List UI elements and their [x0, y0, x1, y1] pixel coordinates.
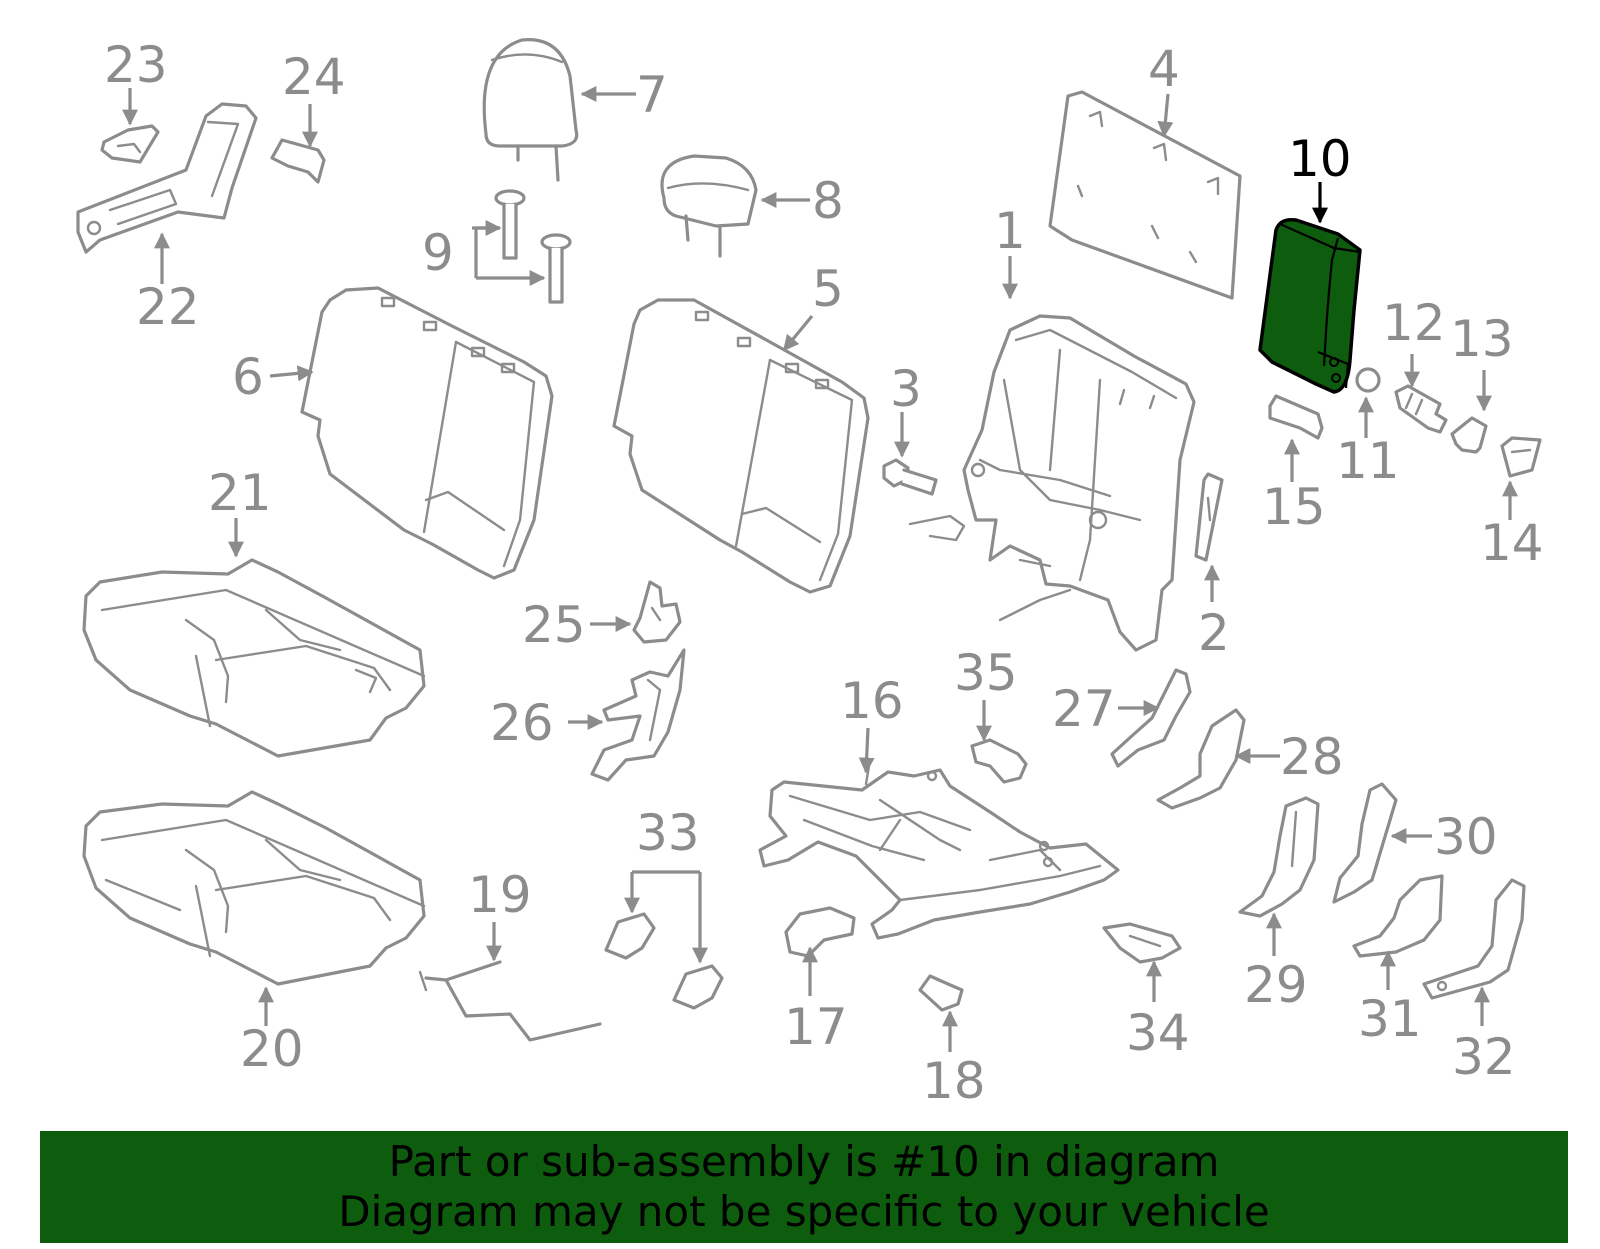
part-29-drawing — [1238, 796, 1320, 918]
part-label-24: 24 — [282, 48, 346, 106]
part-label-35: 35 — [954, 644, 1018, 702]
part-12-drawing — [1394, 384, 1448, 434]
part-label-17: 17 — [784, 998, 848, 1056]
part-21-drawing — [82, 558, 426, 758]
part-label-25: 25 — [522, 596, 586, 654]
part-label-15: 15 — [1262, 478, 1326, 536]
part-8-drawing — [660, 154, 758, 258]
part-label-20: 20 — [240, 1020, 304, 1078]
part-label-19: 19 — [468, 866, 532, 924]
part-label-8: 8 — [812, 172, 844, 230]
part-23-drawing — [100, 124, 160, 164]
part-label-14: 14 — [1480, 514, 1544, 572]
part-17-drawing — [784, 906, 856, 958]
part-label-27: 27 — [1052, 680, 1116, 738]
part-32-drawing — [1422, 878, 1526, 1000]
part-label-33: 33 — [636, 804, 700, 862]
part-2-drawing — [1194, 472, 1224, 562]
part-13-drawing — [1450, 416, 1488, 454]
part-10-armrest-highlighted — [1258, 217, 1362, 394]
part-5-drawing — [612, 298, 870, 594]
part-19-drawing — [418, 960, 602, 1042]
part-6-drawing — [300, 286, 554, 580]
part-15-drawing — [1268, 394, 1324, 440]
part-20-drawing — [82, 790, 426, 986]
part-1-drawing — [908, 314, 1196, 652]
part-9-drawing — [494, 189, 572, 304]
part-label-7: 7 — [636, 66, 668, 124]
part-24-drawing — [270, 138, 326, 184]
part-label-12: 12 — [1382, 294, 1446, 352]
part-4-drawing — [1048, 90, 1242, 300]
part-label-1: 1 — [994, 202, 1026, 260]
part-3-drawing — [882, 458, 938, 496]
info-banner: Part or sub-assembly is #10 in diagram D… — [40, 1131, 1568, 1243]
part-label-6: 6 — [232, 348, 264, 406]
part-number-labels: 23 24 22 7 8 9 4 10 1 5 6 3 2 12 13 11 1… — [104, 36, 1544, 1110]
part-label-5: 5 — [812, 260, 844, 318]
part-label-11: 11 — [1336, 432, 1400, 490]
part-label-28: 28 — [1280, 728, 1344, 786]
part-27-drawing — [1110, 668, 1192, 768]
part-31-drawing — [1352, 874, 1444, 958]
part-label-9: 9 — [422, 224, 454, 282]
part-28-drawing — [1156, 708, 1246, 810]
part-14-drawing — [1500, 436, 1542, 478]
leader-arrows — [122, 86, 1518, 1052]
part-label-34: 34 — [1126, 1004, 1190, 1062]
part-label-10: 10 — [1288, 130, 1352, 188]
part-33-drawing — [604, 912, 724, 1010]
part-label-3: 3 — [890, 360, 922, 418]
part-26-drawing — [590, 648, 686, 782]
part-18-drawing — [918, 974, 964, 1012]
part-label-29: 29 — [1244, 956, 1308, 1014]
part-22-drawing — [76, 102, 258, 254]
part-35-drawing — [970, 738, 1028, 784]
banner-line-part-number: Part or sub-assembly is #10 in diagram — [388, 1137, 1220, 1186]
part-label-32: 32 — [1452, 1028, 1516, 1086]
part-11-drawing — [1355, 367, 1381, 393]
part-label-4: 4 — [1148, 40, 1180, 98]
part-label-13: 13 — [1450, 310, 1514, 368]
part-label-22: 22 — [136, 278, 200, 336]
part-30-drawing — [1332, 782, 1398, 904]
part-label-31: 31 — [1358, 990, 1422, 1048]
part-label-23: 23 — [104, 36, 168, 94]
part-label-18: 18 — [922, 1052, 986, 1110]
banner-line-disclaimer: Diagram may not be specific to your vehi… — [338, 1187, 1270, 1236]
part-label-21: 21 — [208, 464, 272, 522]
part-label-26: 26 — [490, 694, 554, 752]
part-label-2: 2 — [1198, 604, 1230, 662]
part-25-drawing — [632, 580, 682, 644]
part-label-30: 30 — [1434, 808, 1498, 866]
part-16-drawing — [758, 758, 1120, 940]
part-34-drawing — [1102, 922, 1182, 964]
part-7-drawing — [482, 38, 579, 182]
part-label-16: 16 — [840, 672, 904, 730]
